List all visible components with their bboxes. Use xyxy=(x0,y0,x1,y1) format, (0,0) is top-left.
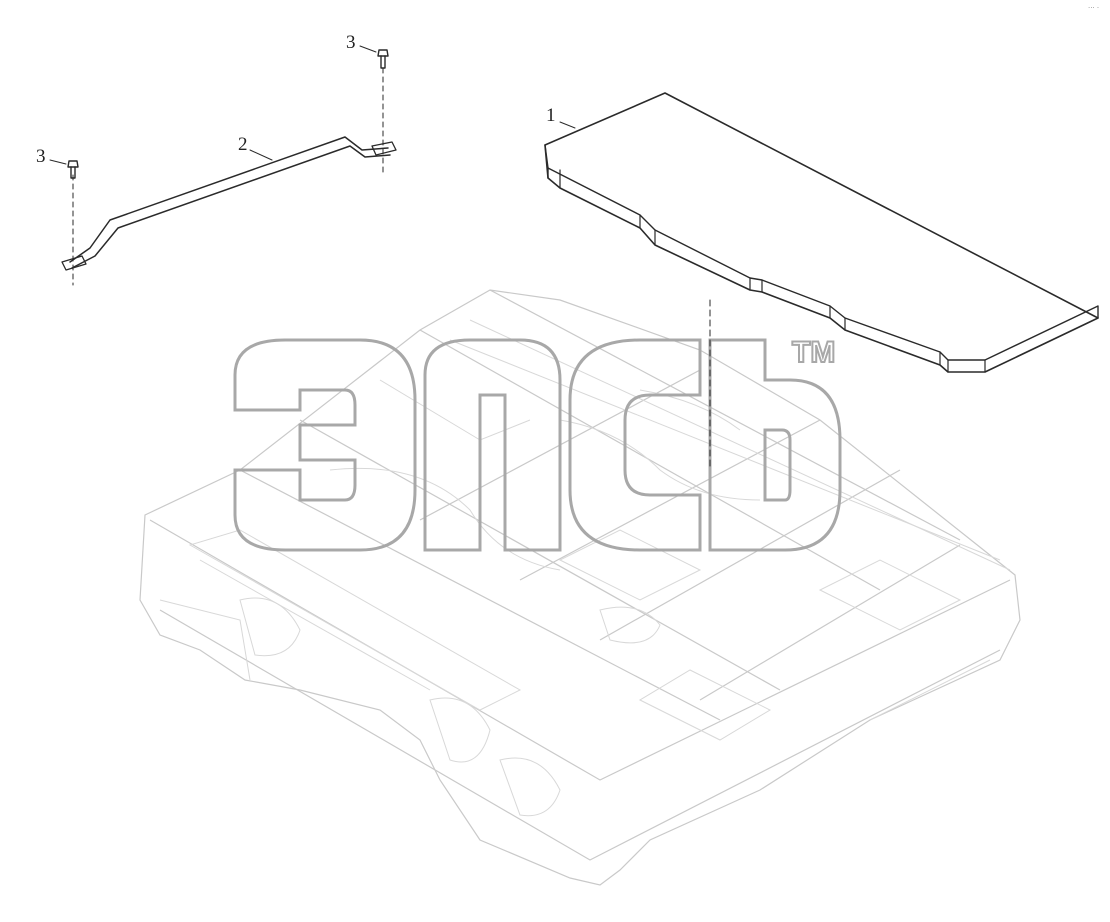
watermark-logo: TM xyxy=(233,335,842,552)
callout-1: 1 xyxy=(546,105,556,126)
corner-mark: ··· · xyxy=(1088,4,1099,12)
callout-3-left: 3 xyxy=(36,146,46,167)
callout-3-right: 3 xyxy=(346,32,356,53)
floor-cover-panel xyxy=(544,92,1099,471)
support-bar xyxy=(61,67,397,286)
callout-2: 2 xyxy=(238,134,248,155)
bolt-right xyxy=(359,45,389,69)
vehicle-floor-frame xyxy=(139,289,1021,886)
bolt-left xyxy=(49,159,79,179)
trademark-label: TM xyxy=(792,336,835,369)
